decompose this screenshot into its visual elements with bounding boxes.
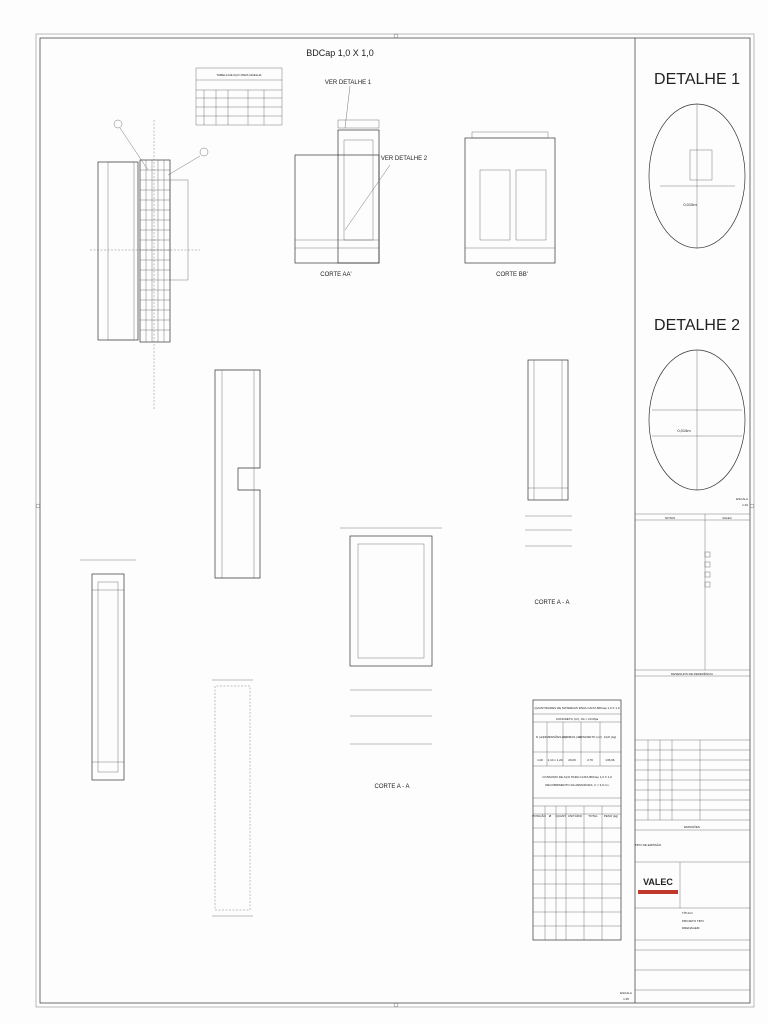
q-header-4: AÇO (kg) — [604, 735, 617, 739]
q-cell-3: 2,76 — [587, 758, 593, 762]
title-block: NOTAS VALEC DESENHOS DE REFERÊNCIA EMISS… — [620, 513, 750, 1001]
corte-aa-label: CORTE AA' — [320, 272, 351, 278]
a-header-2: QUANT. — [555, 814, 566, 818]
armadura-title: CONSUMO DE AÇO PARA CAIXA BDCap 1,0 X 1,… — [542, 775, 612, 779]
detail-2-title: DETALHE 2 — [654, 317, 740, 334]
company-logo-text: VALEC — [643, 877, 673, 887]
projeto-label: PROJETO TIPO — [682, 919, 705, 923]
q-header-1: DIMENSÕES (m) — [543, 734, 566, 739]
wall-section-left — [214, 369, 261, 579]
tipo-emissao-label: TIPO DE EMISSÃO — [635, 842, 662, 847]
detail-1-dim: 0,015m — [683, 202, 697, 207]
corte-bb-label: CORTE BB' — [496, 272, 528, 278]
a-header-1: Ø — [549, 814, 552, 818]
q-cell-2: 20,00 — [568, 758, 576, 762]
subtitle-label: DRENAGEM — [682, 926, 700, 930]
q-header-3: CONCRETO (m³) — [578, 735, 601, 739]
corte-aa-bottom-label: CORTE A - A — [375, 784, 410, 790]
company-logo-bar — [638, 890, 678, 894]
wall-section-right: CORTE A - A — [525, 359, 572, 606]
plan-view-grate — [90, 119, 209, 410]
detail-1-title: DETALHE 1 — [654, 71, 740, 88]
q-cell-0: 1,00 — [537, 758, 543, 762]
escala-value: 1:25 — [623, 997, 629, 1001]
detail-escala-label: ESCALA — [736, 497, 748, 501]
escala-label: ESCALA — [620, 991, 632, 995]
ref-drawings-label: DESENHOS DE REFERÊNCIA — [671, 671, 713, 676]
detail-2-dim: 0,015m — [677, 428, 691, 433]
drawing-title: BDCap 1,0 X 1,0 — [306, 48, 374, 58]
q-header-0: N (un) — [536, 735, 544, 739]
section-aa-prime: VER DETALHE 1 VER DETALHE 2 CORTE AA' — [294, 80, 428, 278]
a-header-4: TOTAL — [588, 814, 598, 818]
elevation-left — [80, 559, 136, 781]
corte-aa-right-label: CORTE A - A — [535, 600, 570, 606]
armadura-subtitle: RECOBRIMENTO DA ARMADURA: C = 3,0 cm — [545, 783, 609, 787]
detail-2: DETALHE 2 0,015m ESCALA 1:10 — [648, 317, 748, 507]
slab-plan-center: CORTE A - A — [340, 527, 442, 790]
rebar-table: TABELA DE AÇO PARA GRELHA — [195, 67, 283, 126]
sheet-outer-border — [35, 33, 755, 1008]
a-header-5: PESO (kg) — [604, 814, 618, 818]
ver-detalhe-2-label: VER DETALHE 2 — [381, 156, 428, 162]
rebar-shape-bottom — [212, 679, 253, 917]
q-cell-1: 2,10 x 1,20 — [548, 758, 563, 762]
sheet-border — [39, 37, 751, 1004]
valec-label: VALEC — [722, 516, 732, 520]
q-header-2: FORMAS (m²) — [562, 735, 581, 739]
rebar-table-title: TABELA DE AÇO PARA GRELHA — [216, 73, 261, 77]
detail-1: DETALHE 1 0,015m — [648, 71, 746, 249]
ver-detalhe-1-label: VER DETALHE 1 — [325, 80, 372, 86]
quantities-title: QUANTIDADES DE MATERIAIS PARA CAIXA BDCa… — [534, 706, 619, 710]
section-bb-prime: CORTE BB' — [464, 131, 556, 278]
a-header-3: UNITÁRIO — [568, 814, 583, 818]
emissoes-label: EMISSÕES — [684, 824, 700, 829]
quantities-table: QUANTIDADES DE MATERIAIS PARA CAIXA BDCa… — [532, 699, 622, 941]
a-header-0: POSIÇÃO — [532, 813, 546, 818]
quantities-subtitle: CONCRETO (m³), fck = 20 Mpa — [556, 717, 599, 721]
notes-label: NOTAS — [665, 516, 675, 520]
q-cell-4: 136,96 — [605, 758, 615, 762]
titulo-label: TÍTULO — [682, 911, 693, 915]
detail-escala-value: 1:10 — [742, 503, 748, 507]
